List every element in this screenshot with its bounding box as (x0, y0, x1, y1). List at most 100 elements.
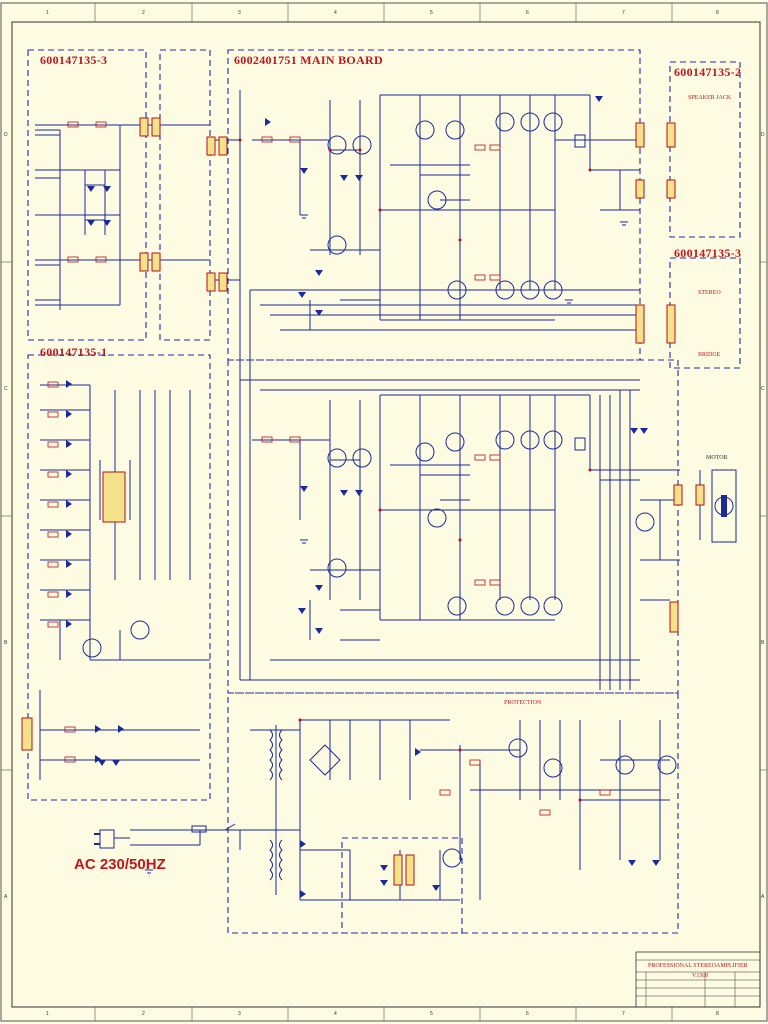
connector-icon (151, 252, 161, 272)
resistors (47, 121, 611, 816)
row-marker: D (4, 132, 8, 138)
col-marker: 2 (142, 10, 145, 16)
standby-board-outline (341, 837, 463, 934)
col-marker: 2 (142, 1011, 145, 1017)
col-marker: 8 (716, 1011, 719, 1017)
relay-icon (574, 134, 586, 148)
connector-icon (695, 484, 705, 506)
transistor-icon (445, 432, 465, 452)
fuse-icon (191, 825, 207, 833)
main-board-outline-2 (227, 359, 679, 694)
connectors (21, 117, 705, 886)
col-marker: 7 (622, 10, 625, 16)
connector-icon (393, 854, 403, 886)
main-board-label: 6002401751 MAIN BOARD (234, 53, 383, 67)
ground-icon (145, 214, 628, 877)
transistors (82, 112, 677, 868)
connector-icon (139, 252, 149, 272)
diodes (66, 96, 660, 898)
stereo-label: STEREO (698, 290, 721, 296)
connector-icon (669, 601, 679, 633)
row-marker: D (761, 132, 765, 138)
transistor-icon (543, 758, 563, 778)
fan-motor-icon (711, 469, 737, 543)
speaker-board-label: 600147135-2 (674, 65, 742, 79)
transistor-icon (82, 638, 102, 658)
connector-icon (206, 272, 216, 292)
connector-icon (218, 272, 228, 292)
col-marker: 6 (526, 1011, 529, 1017)
row-marker: B (761, 640, 765, 646)
row-marker: C (761, 386, 765, 392)
inner-frame (11, 21, 761, 1008)
connector-icon (635, 304, 645, 344)
row-marker: A (4, 894, 8, 900)
transistor-icon (508, 738, 528, 758)
transistor-icon (495, 280, 515, 300)
col-marker: 1 (46, 1011, 49, 1017)
transformer-icon (269, 725, 283, 895)
led-board-outline (27, 354, 211, 801)
transistor-icon (543, 280, 563, 300)
connector-icon (673, 484, 683, 506)
title-right: AMPLIFIER (716, 963, 748, 969)
transistor-icon (615, 755, 635, 775)
transistor-icon (495, 112, 515, 132)
transistor-icon (543, 596, 563, 616)
transistor-icon (427, 508, 447, 528)
diode-icon (265, 118, 271, 126)
col-marker: 3 (238, 1011, 241, 1017)
row-marker: C (4, 386, 8, 392)
transistor-icon (442, 848, 462, 868)
connector-icon (21, 717, 33, 751)
row-marker: A (761, 894, 765, 900)
switch-icon (224, 823, 240, 831)
relays (574, 134, 586, 451)
connector-icon (635, 122, 645, 148)
col-marker: 4 (334, 10, 337, 16)
transistor-icon (543, 112, 563, 132)
transistor-icon (520, 112, 540, 132)
relay-icon (574, 437, 586, 451)
input-board-label: 600147135-3 (40, 53, 108, 67)
transistor-icon (543, 430, 563, 450)
transistor-icon (415, 120, 435, 140)
mains-voltage-label: AC 230/50HZ (74, 856, 166, 873)
bridge-rectifier-icon (309, 744, 341, 776)
col-marker: 8 (716, 10, 719, 16)
col-marker: 4 (334, 1011, 337, 1017)
model-number: V1500 (692, 973, 709, 979)
title-left: PROFESSIONAL STEREO (648, 963, 716, 969)
connector-icon (139, 117, 149, 137)
transistor-icon (657, 755, 677, 775)
transistor-icon (352, 448, 372, 468)
connector-icon (666, 304, 676, 344)
motor-label: MOTOR (706, 455, 728, 461)
transistor-icon (130, 620, 150, 640)
transistor-icon (415, 442, 435, 462)
ic-chip (102, 471, 126, 523)
protection-label: PROTECTION (504, 700, 542, 706)
connector-icon (666, 122, 676, 148)
transistor-icon (495, 596, 515, 616)
transistor-icon (520, 280, 540, 300)
row-marker: B (4, 640, 8, 646)
connector-icon (635, 179, 645, 199)
wiring (35, 90, 701, 901)
transistor-icon (427, 190, 447, 210)
frame-ticks (1, 3, 767, 1021)
input-board-outline (27, 49, 147, 341)
col-marker: 6 (526, 10, 529, 16)
transistor-icon (327, 235, 347, 255)
connector-icon (206, 136, 216, 156)
speaker-jack-label: SPEAKER JACK (688, 95, 732, 101)
col-marker: 5 (430, 10, 433, 16)
junctions (238, 138, 592, 802)
main-board-outline (227, 49, 641, 361)
power-board-outline (227, 692, 679, 934)
mains-plug-icon (94, 829, 130, 849)
col-marker: 1 (46, 10, 49, 16)
speaker-board-outline (669, 61, 741, 238)
connector-icon (405, 854, 415, 886)
